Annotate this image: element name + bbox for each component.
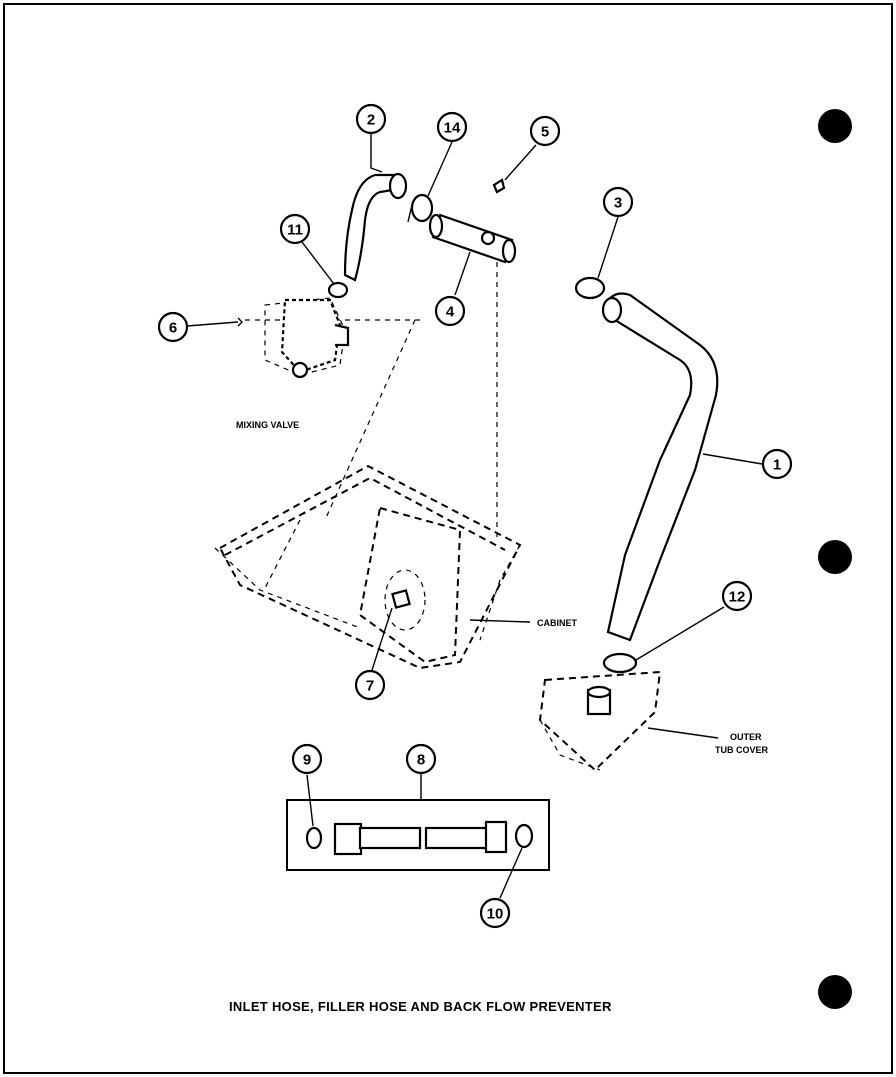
mixing-valve [264, 297, 350, 379]
binder-hole-middle [818, 540, 852, 574]
part-14-clamp [407, 193, 434, 223]
callout-10-label: 10 [487, 906, 504, 923]
tub-cover-label: TUB COVER [715, 745, 769, 755]
callout-8-label: 8 [417, 752, 425, 769]
part-11-clamp [327, 281, 349, 299]
callout-1: 1 [761, 448, 793, 480]
part-2-hose-elbow [343, 172, 408, 282]
part-1-filler-hose [601, 292, 719, 642]
outer-label: OUTER [730, 732, 762, 742]
callout-2-label: 2 [367, 112, 375, 129]
callout-3: 3 [602, 186, 634, 218]
callout-10: 10 [479, 897, 511, 929]
binder-hole-bottom [818, 975, 852, 1009]
part-8-inlet-hose-box [286, 799, 550, 871]
callout-5: 5 [529, 115, 561, 147]
cabinet-label: CABINET [537, 618, 578, 628]
callout-1-label: 1 [773, 457, 781, 474]
callout-4: 4 [434, 295, 466, 327]
callout-3-label: 3 [614, 195, 622, 212]
callout-9-label: 9 [303, 752, 311, 769]
part-7-fitting [391, 589, 411, 609]
mixing-valve-label: MIXING VALVE [236, 420, 299, 430]
callout-9: 9 [291, 743, 323, 775]
callout-6-label: 6 [169, 320, 177, 337]
callout-8: 8 [405, 743, 437, 775]
outer-tub-cover [538, 670, 662, 772]
leader-lines [186, 134, 763, 899]
callout-12: 12 [721, 580, 753, 612]
callout-7: 7 [354, 669, 386, 701]
cabinet-outline [214, 319, 522, 670]
callout-12-label: 12 [729, 589, 746, 606]
callout-11: 11 [279, 213, 311, 245]
callout-14-label: 14 [444, 120, 461, 137]
diagram-title: INLET HOSE, FILLER HOSE AND BACK FLOW PR… [229, 999, 612, 1014]
page-border [3, 3, 893, 1074]
callout-5-label: 5 [541, 124, 549, 141]
binder-hole-top [818, 109, 852, 143]
part-5-screw [492, 178, 506, 194]
callout-7-label: 7 [366, 678, 374, 695]
callout-6: 6 [157, 311, 189, 343]
callout-11-label: 11 [287, 222, 303, 239]
callout-14: 14 [436, 111, 468, 143]
callout-4-label: 4 [446, 304, 455, 321]
part-3-clamp [574, 276, 606, 300]
part-4-tube [428, 213, 517, 264]
callout-2: 2 [355, 103, 387, 135]
part-12-clamp [602, 652, 638, 674]
